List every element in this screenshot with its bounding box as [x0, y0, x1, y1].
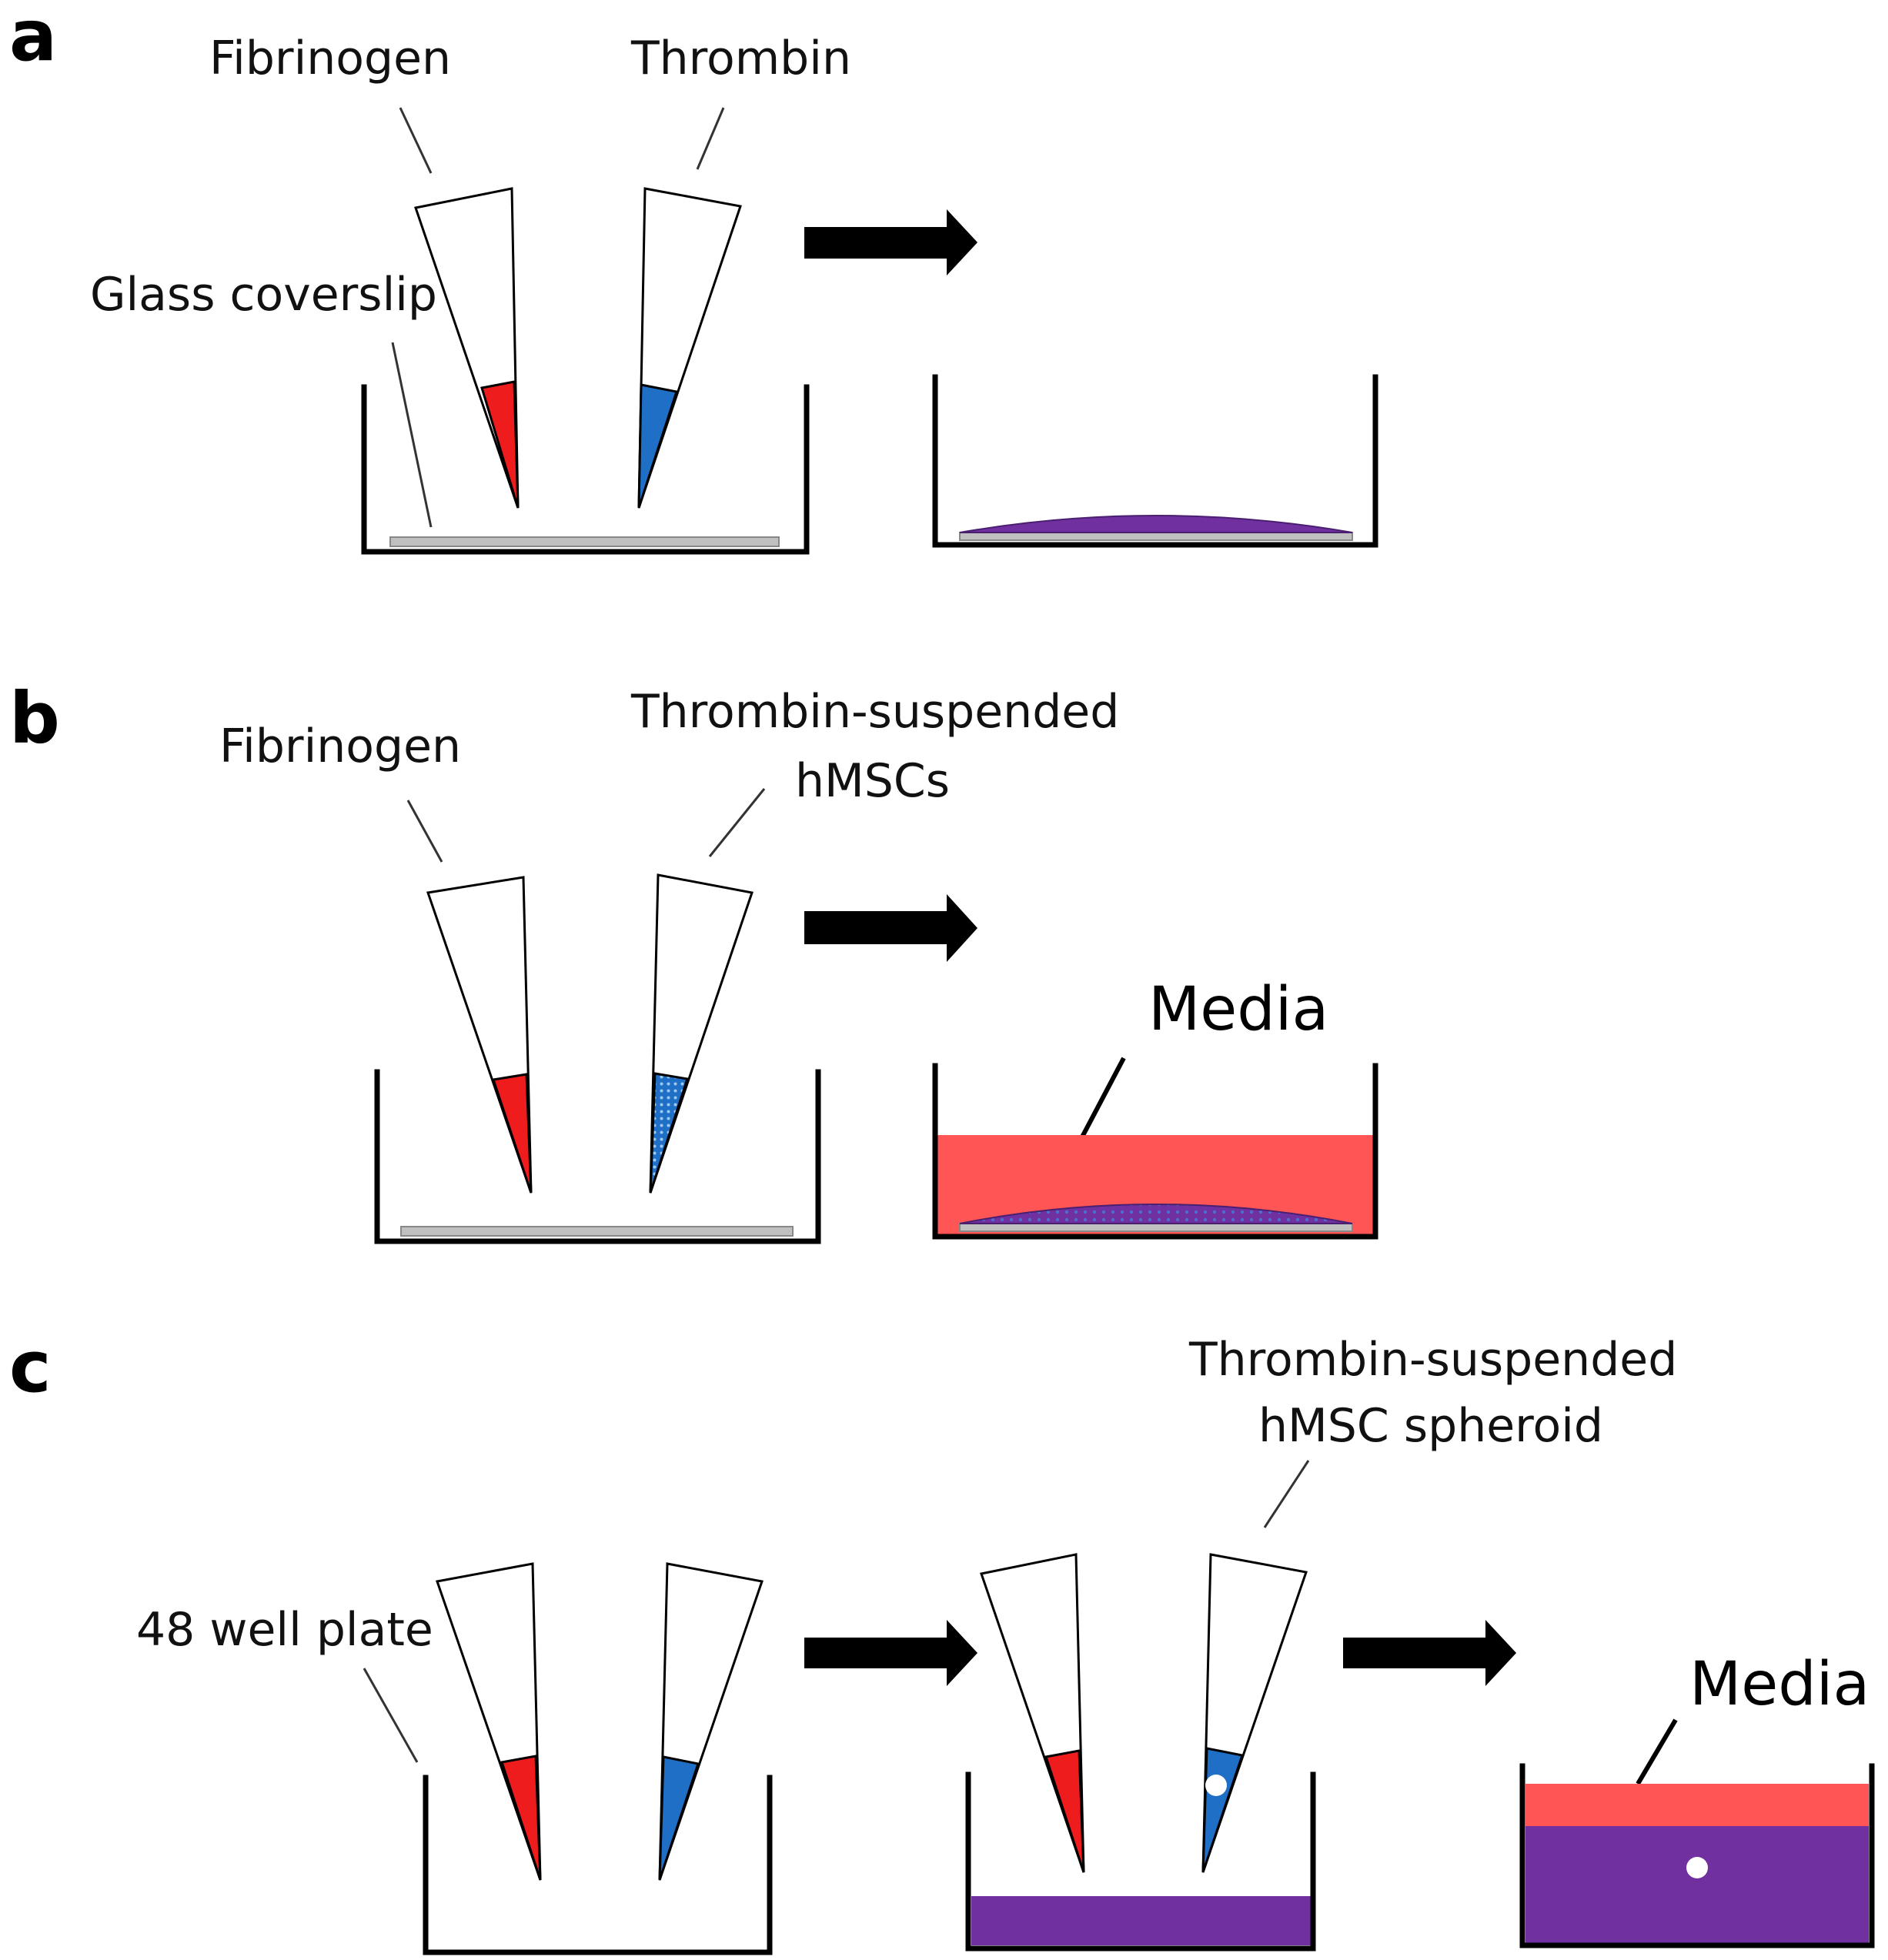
- spheroid-leader-line: [1263, 1460, 1310, 1528]
- glass-coverslip-label: Glass coverslip: [90, 268, 437, 322]
- hmsc-spheroid-in-tip: [1205, 1775, 1227, 1796]
- process-arrow-c2: [1343, 1620, 1516, 1686]
- media-leader-line-c: [1636, 1718, 1678, 1785]
- spheroid-label-line1: Thrombin-suspended: [1188, 1333, 1677, 1387]
- process-arrow-c1: [804, 1620, 977, 1686]
- well-c2: [965, 1771, 1316, 1952]
- panel-a-letter: a: [9, 0, 57, 77]
- panel-b-letter: b: [9, 677, 60, 760]
- embedded-hmsc-spheroid: [1686, 1857, 1708, 1878]
- well-b2: [932, 1063, 1378, 1240]
- thrombin-hmsc-leader-line: [708, 788, 766, 857]
- fibrinogen-fill: [480, 380, 520, 509]
- thrombin-label: Thrombin: [630, 32, 851, 85]
- glass-coverslip-b2: [959, 1223, 1353, 1232]
- thrombin-suspended-label-line2: hMSCs: [795, 754, 950, 808]
- fibrinogen-leader-line-b: [406, 800, 443, 863]
- spheroid-thrombin-fill: [1201, 1747, 1244, 1873]
- fibrinogen-pipette-tip: [414, 187, 520, 509]
- thrombin-leader-line: [696, 107, 725, 170]
- thrombin-fill-c1: [658, 1755, 700, 1881]
- well-c3: [1519, 1763, 1875, 1948]
- cell-laden-fibrin-gel: [959, 1204, 1353, 1224]
- process-arrow-b: [804, 894, 977, 962]
- fibrinogen-leader-line: [399, 107, 433, 174]
- well-plate-label: 48 well plate: [136, 1603, 433, 1657]
- fibrinogen-label: Fibrinogen: [209, 32, 451, 85]
- process-arrow-a: [804, 209, 977, 275]
- fibrin-gel-layer-c2: [971, 1896, 1311, 1945]
- panel-c: c Thrombin-suspended hMSC spheroid 48 we…: [9, 1326, 1875, 1955]
- coverslip-leader-line: [391, 342, 433, 528]
- glass-coverslip-b: [400, 1226, 794, 1237]
- fibrinogen-fill-c1: [500, 1755, 542, 1881]
- media-leader-line-b: [1077, 1057, 1126, 1144]
- media-label-b: Media: [1148, 975, 1328, 1044]
- fibrin-gel-layer: [959, 515, 1353, 533]
- thrombin-fill: [637, 383, 678, 509]
- fibrinogen-fill-c2: [1044, 1749, 1085, 1873]
- media-label-c: Media: [1689, 1650, 1870, 1719]
- thrombin-suspended-label-line1: Thrombin-suspended: [630, 685, 1119, 739]
- fibrinogen-fill-b: [492, 1073, 533, 1194]
- glass-coverslip: [389, 536, 780, 547]
- well-b1: [374, 1069, 821, 1244]
- fibrin-gel-layer-c3: [1525, 1826, 1869, 1943]
- well-a1: [361, 384, 810, 555]
- panel-b: b Fibrinogen Thrombin-suspended hMSCs Me…: [9, 677, 1378, 1244]
- spheroid-label-line2: hMSC spheroid: [1258, 1399, 1603, 1453]
- well-c1: [423, 1775, 773, 1955]
- well-a2: [932, 374, 1378, 548]
- well-plate-leader-line: [363, 1668, 419, 1763]
- fibrinogen-label-b: Fibrinogen: [219, 720, 461, 773]
- panel-c-letter: c: [9, 1326, 52, 1408]
- panel-a: a Fibrinogen Thrombin Glass coverslip: [9, 0, 1378, 555]
- thrombin-hmsc-fill: [649, 1072, 689, 1194]
- glass-coverslip-2: [959, 532, 1353, 541]
- media-layer-c: [1525, 1784, 1869, 1826]
